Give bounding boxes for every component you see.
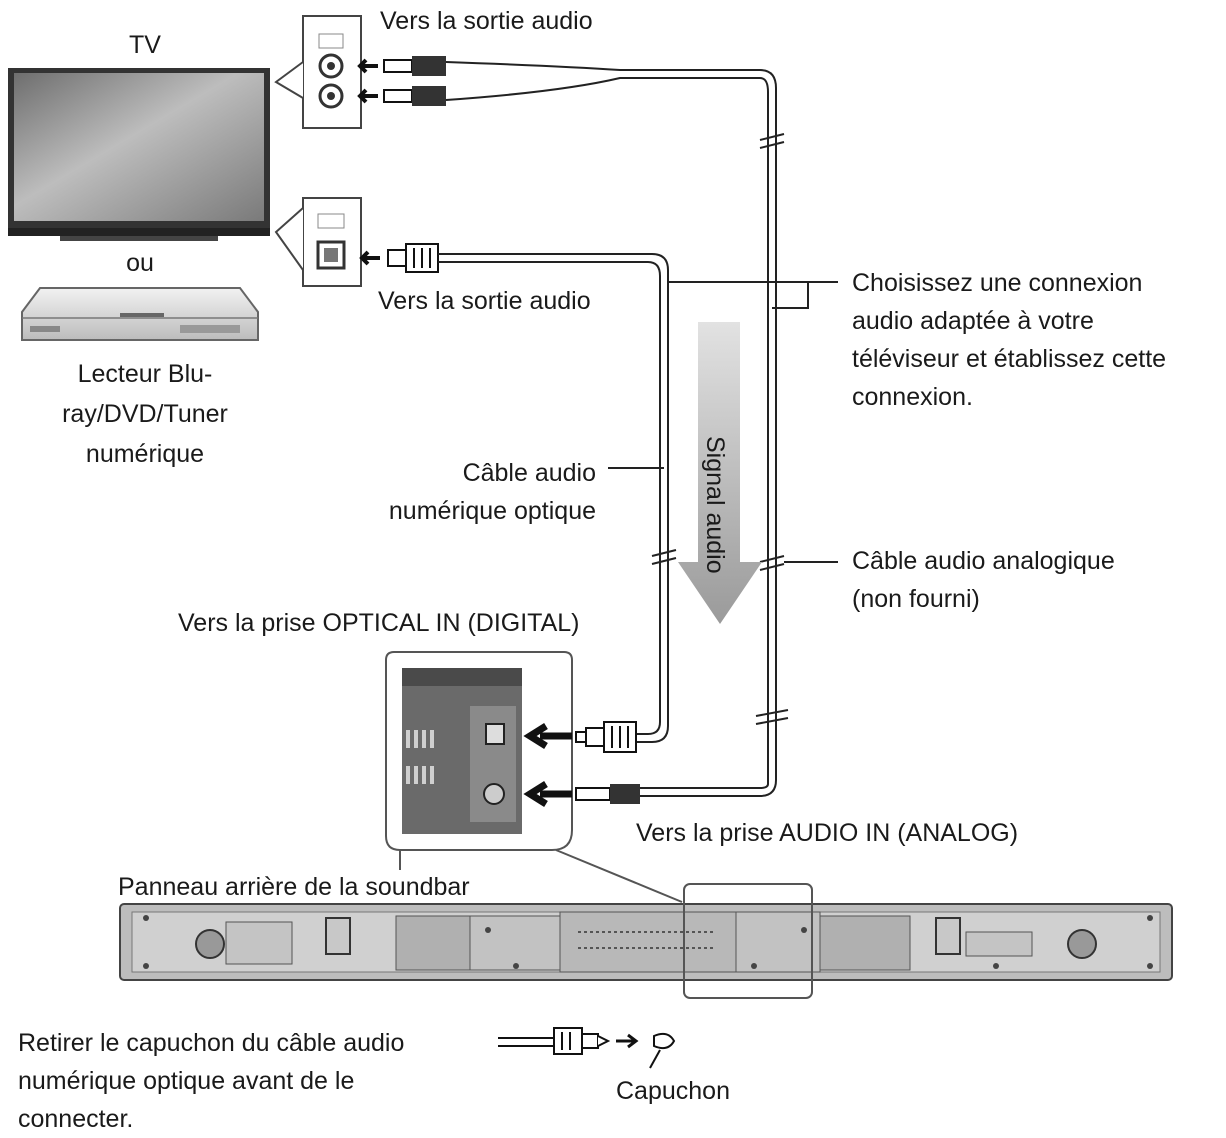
audio-in-label: Vers la prise AUDIO IN (ANALOG): [636, 819, 1019, 847]
choose-connection-note: Choisissez une connexion audio adaptée à…: [852, 269, 1167, 411]
rear-panel-label: Panneau arrière de la soundbar: [118, 873, 470, 901]
or-label: ou: [126, 249, 154, 277]
optical-in-label: Vers la prise OPTICAL IN (DIGITAL): [178, 609, 580, 637]
analog-cable: [445, 61, 789, 797]
audio-out-top-label: Vers la sortie audio: [380, 7, 593, 35]
leader-lines: [608, 281, 838, 563]
optical-plug-tv: [359, 243, 439, 273]
player-label: Lecteur Blu- ray/DVD/Tuner numérique: [62, 360, 228, 468]
remove-cap-note: Retirer le capuchon du câble audio numér…: [18, 1029, 405, 1133]
tv-label: TV: [129, 31, 161, 59]
tv-optical-output-callout: [274, 197, 362, 287]
analog-plugs-tv: [357, 56, 446, 106]
analog-cable-label: Câble audio analogique (non fourni): [852, 547, 1115, 613]
cap-removal-illustration: [498, 1027, 676, 1069]
analog-plug-soundbar: [575, 784, 640, 804]
tv-icon: [8, 68, 270, 241]
audio-out-optical-label: Vers la sortie audio: [378, 287, 591, 315]
rear-panel-zoom: [385, 651, 683, 903]
optical-cable-label: Câble audio numérique optique: [388, 459, 596, 525]
signal-audio-arrow: [678, 322, 762, 624]
cap-label: Capuchon: [616, 1077, 730, 1105]
tv-analog-output-callout: [274, 15, 362, 129]
bluray-player-icon: [21, 287, 259, 341]
soundbar-rear-panel: [119, 883, 1173, 999]
optical-cable: [438, 253, 677, 743]
optical-plug-soundbar: [575, 721, 637, 753]
signal-audio-label: Signal audio: [701, 436, 729, 574]
